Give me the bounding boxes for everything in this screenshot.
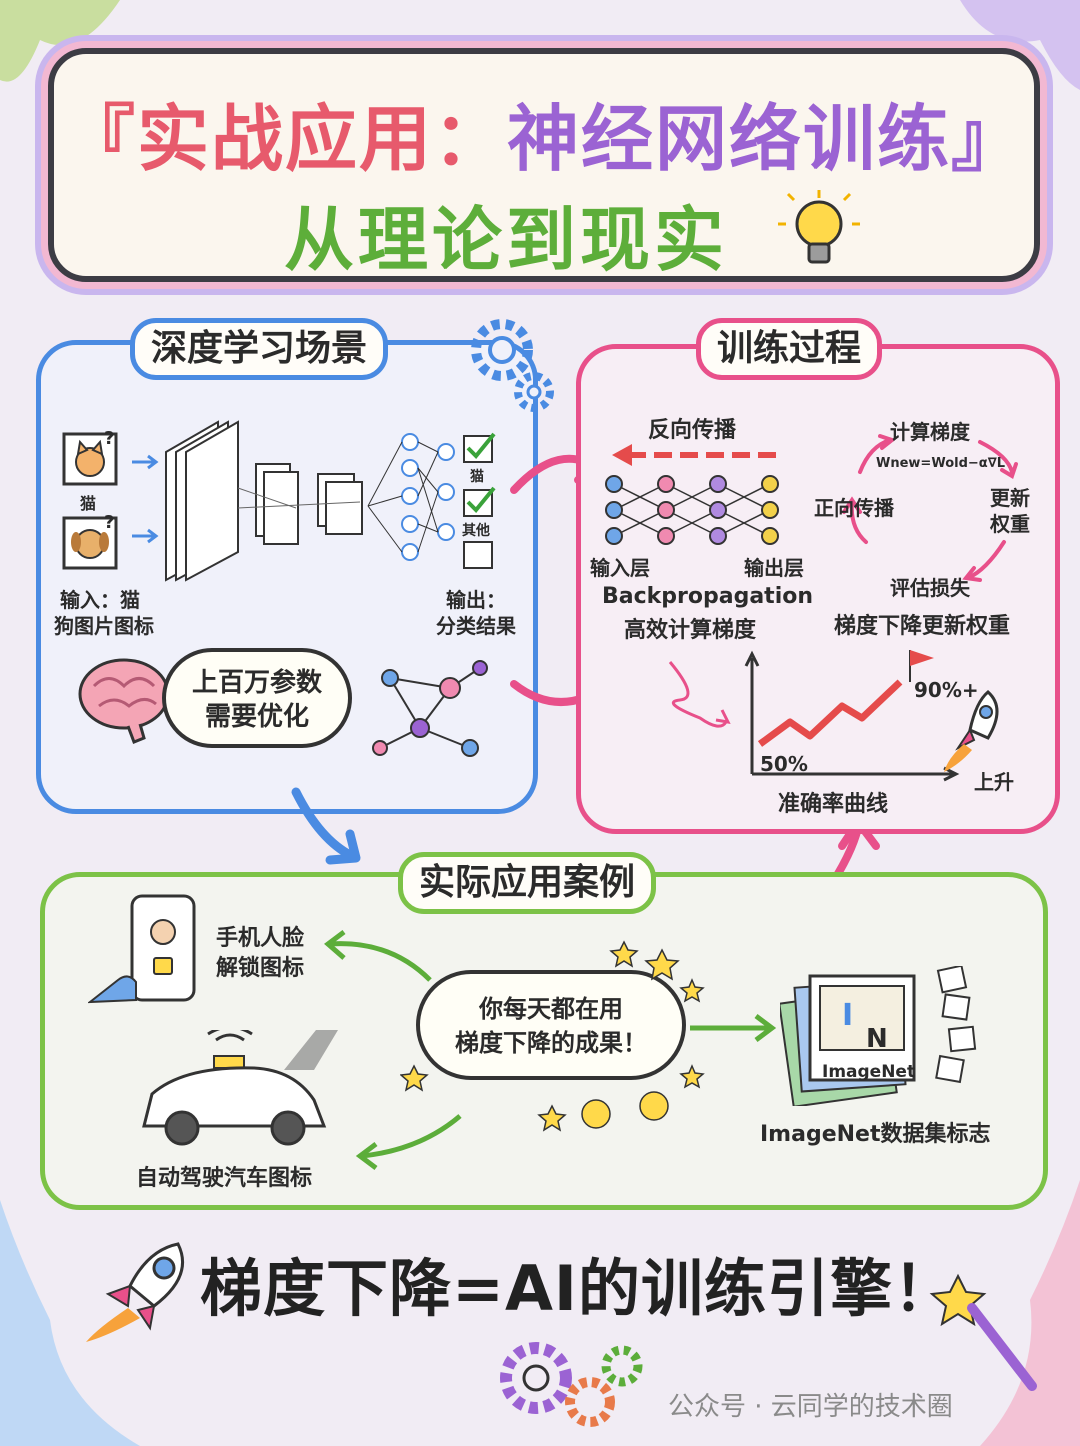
training-label: 训练过程 (696, 318, 883, 380)
watermark: 公众号 · 云同学的技术圈 (668, 1392, 953, 1422)
input-caption-1: 输入：猫 (60, 588, 140, 612)
cat-label: 猫 (80, 494, 97, 513)
output-other-label: 其他 (462, 523, 490, 539)
parameters-thought-cloud: 上百万参数 需要优化 (162, 648, 352, 748)
title-part-2: 神经网络训练』 (507, 97, 1026, 181)
rocket-icon (944, 690, 999, 772)
imagenet-letter-n: N (866, 1024, 888, 1054)
bubble-line-1: 你每天都在用 (479, 995, 623, 1023)
cloud-line-1: 上百万参数 (191, 668, 322, 698)
backprop-arrow-icon (612, 444, 778, 466)
cases-label: 实际应用案例 (398, 852, 657, 914)
gradient-descent-cycle (842, 434, 1018, 582)
gears-icon (500, 1342, 643, 1427)
backprop-network-icon (605, 475, 779, 545)
self-driving-car-icon (142, 1030, 338, 1146)
output-checkbox-other (463, 486, 496, 517)
chart-rise-label: 上升 (974, 770, 1014, 794)
title-box: 『实战应用：神经网络训练』 从理论到现实 (48, 48, 1040, 282)
imagenet-caption: ImageNet数据集标志 (760, 1122, 991, 1147)
output-cat-label: 猫 (470, 469, 484, 485)
cycle-evaluate-loss: 评估损失 (890, 576, 970, 600)
backprop-english: Backpropagation (602, 584, 814, 609)
rocket-launch-icon (86, 1242, 184, 1342)
cloud-line-2: 需要优化 (204, 702, 309, 732)
question-mark: ? (104, 512, 115, 533)
output-caption-2: 分类结果 (436, 614, 516, 638)
update-formula: Wnew=Wold−α∇L (876, 456, 1006, 471)
lightbulb-icon (778, 190, 860, 264)
input-layer-label: 输入层 (590, 556, 650, 580)
footer-slogan: 梯度下降=AI的训练引擎！ (200, 1252, 957, 1325)
title-part-1: 『实战应用： (62, 97, 507, 181)
question-mark: ? (104, 428, 115, 449)
cat-image-icon (62, 432, 118, 486)
gear-icon (471, 319, 554, 412)
deep-learning-label: 深度学习场景 (130, 318, 389, 380)
page-title: 『实战应用：神经网络训练』 (54, 80, 1034, 185)
chart-start-value: 50% (760, 752, 808, 776)
backprop-desc: 高效计算梯度 (624, 618, 757, 643)
cycle-update-2: 权重 (990, 512, 1030, 536)
stars-and-smileys (400, 940, 705, 1132)
face-unlock-label-1: 手机人脸 (216, 926, 305, 951)
cnn-network-diagram (132, 420, 455, 582)
bubble-line-2: 梯度下降的成果！ (455, 1029, 647, 1057)
network-graph-icon (372, 660, 488, 757)
cycle-caption: 梯度下降更新权重 (834, 614, 1011, 639)
brain-icon (78, 658, 170, 744)
input-caption-2: 狗图片图标 (54, 614, 154, 638)
accuracy-curve-chart (668, 650, 960, 782)
chart-title: 准确率曲线 (778, 792, 889, 817)
face-unlock-label-2: 解锁图标 (216, 956, 305, 981)
cycle-update-1: 更新 (990, 486, 1030, 510)
page-subtitle: 从理论到现实 (284, 199, 728, 281)
magic-wand-icon (929, 1273, 1037, 1391)
cycle-compute-gradient: 计算梯度 (890, 420, 970, 444)
output-checkbox-empty (463, 541, 493, 569)
backprop-title: 反向传播 (648, 418, 737, 443)
chart-end-value: 90%+ (914, 678, 979, 702)
face-unlock-phone-icon (88, 894, 196, 1004)
self-driving-caption: 自动驾驶汽车图标 (136, 1166, 313, 1191)
cycle-forward-pass: 正向传播 (814, 496, 894, 520)
imagenet-letter-i: I (842, 998, 854, 1033)
dog-image-icon (62, 516, 118, 570)
output-checkbox-cat (463, 432, 496, 463)
center-speech-bubble: 你每天都在用 梯度下降的成果！ (416, 970, 686, 1080)
output-caption-1: 输出： (446, 588, 506, 612)
imagenet-logo-icon (780, 966, 977, 1106)
imagenet-logo-text: ImageNet (822, 1062, 916, 1082)
output-layer-label: 输出层 (744, 556, 804, 580)
